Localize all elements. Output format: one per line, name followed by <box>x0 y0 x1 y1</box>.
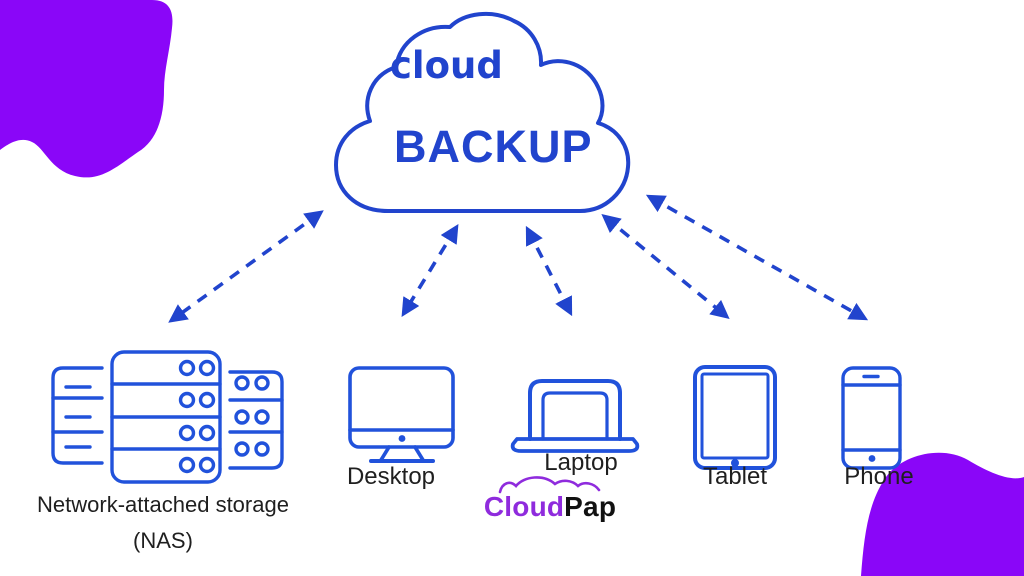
tablet-icon <box>693 365 777 470</box>
sync-arrow-desktop <box>401 224 459 317</box>
logo-text: CloudPap <box>470 491 630 523</box>
purple-blob-bottom-right <box>861 452 1024 576</box>
laptop-icon <box>510 379 640 453</box>
smartphone-icon <box>841 366 902 470</box>
sync-arrow-phone <box>645 194 869 321</box>
nas-label-line2: (NAS) <box>133 528 193 554</box>
laptop-label: Laptop <box>544 449 618 476</box>
desktop-label: Desktop <box>346 463 436 490</box>
logo-text-cloud: Cloud <box>483 491 565 522</box>
purple-blob-top-left <box>0 0 173 178</box>
cloudpap-logo: CloudPap <box>470 476 630 525</box>
cloud-squiggle-icon <box>498 476 601 494</box>
nas-server-icon <box>51 350 284 484</box>
cloud-title-line2: BACKUP <box>394 121 593 172</box>
cloud-title-line1: cloud <box>390 44 503 87</box>
sync-arrow-tablet <box>601 214 730 319</box>
nas-label: Network-attached storage (NAS) <box>18 487 308 560</box>
desktop-monitor-icon <box>348 366 455 463</box>
tablet-label: Tablet <box>702 463 768 490</box>
sync-arrow-laptop <box>525 225 573 317</box>
phone-label: Phone <box>844 463 914 490</box>
logo-text-pap: Pap <box>564 491 617 522</box>
cloud-icon <box>334 11 631 213</box>
nas-label-line1: Network-attached storage <box>37 492 289 517</box>
sync-arrow-nas <box>168 210 324 323</box>
